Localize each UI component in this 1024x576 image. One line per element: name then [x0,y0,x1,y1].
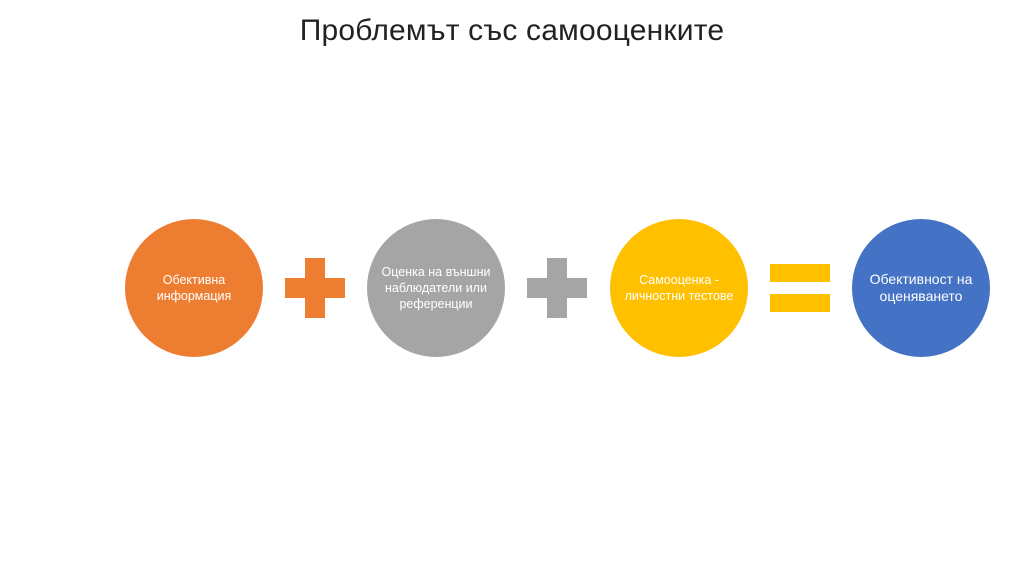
plus-icon [285,258,345,318]
result-label: Обективност на оценяването [869,270,973,305]
equals-icon [770,258,830,318]
step-label: Оценка на външни наблюдатели или референ… [381,264,491,312]
step-self-assessment: Самооценка - личностни тестове [610,219,748,357]
slide-title: Проблемът със самооценките [299,14,725,47]
plus-icon [527,258,587,318]
result-assessment-objectivity: Обективност на оценяването [852,219,990,357]
step-label: Обективна информация [156,272,232,303]
step-external-observers: Оценка на външни наблюдатели или референ… [367,219,505,357]
step-objective-information: Обективна информация [125,219,263,357]
step-label: Самооценка - личностни тестове [624,272,734,303]
